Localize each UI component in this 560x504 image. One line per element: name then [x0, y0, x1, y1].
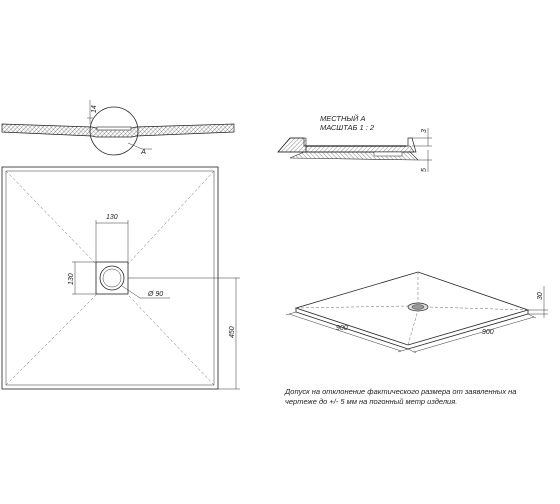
- drain-slot: [96, 126, 132, 131]
- dim-3: 3: [421, 129, 428, 133]
- drain-grate: [102, 268, 122, 288]
- dim-30: 30: [537, 292, 544, 300]
- detail-circle: [89, 106, 139, 156]
- note-line1: Допуск на отклонение фактического размер…: [284, 387, 516, 396]
- note-line2: чертеже до +/- 5 мм на погонный метр изд…: [285, 397, 457, 406]
- dim-130-top: 130: [106, 214, 118, 221]
- drain-square: [95, 261, 129, 295]
- tolerance-note: Допуск на отклонение фактического размер…: [284, 387, 516, 406]
- dim-14: 14: [91, 105, 98, 113]
- dim-130-side: 130: [68, 273, 75, 285]
- plan-view: 130 130 Ø 90 450: [1, 166, 240, 390]
- drain-outer-ring: [99, 265, 125, 291]
- dim-diameter: Ø 90: [147, 291, 163, 298]
- detail-title-line2: МАСШТАБ 1 : 2: [320, 123, 375, 132]
- cross-section-view: 14 A: [1, 100, 235, 156]
- callout-a: A: [140, 147, 146, 156]
- dim-900-right: 900: [482, 329, 494, 336]
- dim-900-left: 900: [336, 325, 348, 332]
- dim-450: 450: [229, 326, 236, 338]
- dim-5: 5: [421, 168, 428, 172]
- detail-a-view: МЕСТНЫЙ А МАСШТАБ 1 : 2 3 5: [277, 114, 432, 172]
- detail-title-line1: МЕСТНЫЙ А: [320, 114, 366, 123]
- isometric-view: 900 900 30: [285, 271, 548, 354]
